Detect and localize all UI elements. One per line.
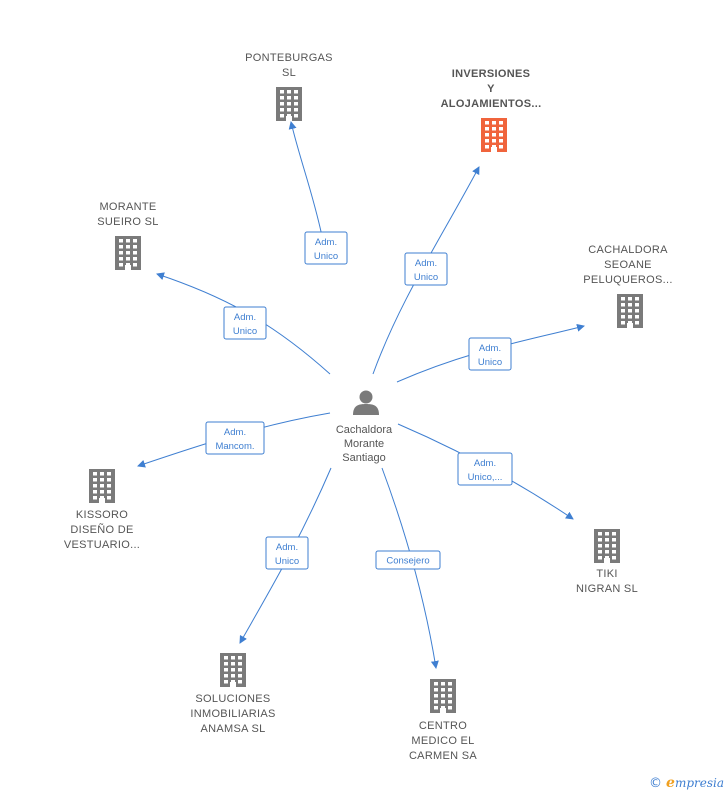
building-icon-tiki-nigran[interactable] — [594, 529, 620, 563]
empresia-footer: © empresia — [649, 775, 724, 791]
relation-text: Adm. — [415, 258, 437, 269]
company-label-line: CACHALDORA — [588, 244, 668, 256]
edge-ponteburgas — [288, 121, 323, 237]
svg-text:Adm.Unico: Adm. Unico — [314, 237, 338, 262]
relation-text: Adm. — [479, 343, 501, 354]
person-icon[interactable] — [353, 390, 379, 416]
svg-text:Adm.Unico: Adm. Unico — [233, 312, 257, 337]
relation-text: Unico — [314, 251, 338, 262]
relation-label-ponteburgas: Adm. Unico — [304, 231, 348, 265]
relation-label-centro-medico: Consejero — [375, 550, 441, 570]
company-label-soluciones[interactable]: SOLUCIONES INMOBILIARIAS ANAMSA SL — [190, 693, 275, 735]
relation-label-inversiones: Adm. Unico — [404, 252, 448, 286]
empresia-logo-initial: e — [666, 775, 675, 791]
building-icon-cachaldora-seoane[interactable] — [617, 294, 643, 328]
relation-text: Unico,... — [468, 472, 503, 483]
svg-text:Adm.Unico: Adm. Unico — [414, 258, 438, 283]
copyright-icon: © — [649, 775, 663, 791]
person-name-line: Cachaldora — [336, 424, 393, 436]
svg-text:Adm.Unico: Adm. Unico — [478, 343, 502, 368]
building-icon-ponteburgas[interactable] — [276, 87, 302, 121]
relation-text: Adm. — [315, 237, 337, 248]
company-label-line: INMOBILIARIAS — [190, 708, 275, 720]
company-label-line: MORANTE — [99, 201, 156, 213]
company-label-line: Y — [487, 83, 495, 95]
company-label-morante-sueiro[interactable]: MORANTE SUEIRO SL — [97, 201, 158, 228]
company-label-line: VESTUARIO... — [64, 539, 140, 551]
company-label-line: PONTEBURGAS — [245, 52, 333, 64]
company-label-line: SUEIRO SL — [97, 216, 158, 228]
person-name-line: Morante — [344, 438, 384, 450]
building-icon-morante-sueiro[interactable] — [115, 236, 141, 270]
company-label-kissoro[interactable]: KISSORO DISEÑO DE VESTUARIO... — [64, 509, 140, 551]
company-label-ponteburgas[interactable]: PONTEBURGAS SL — [245, 52, 333, 79]
empresia-logo-text: mpresia — [674, 776, 724, 790]
company-label-line: SEOANE — [604, 259, 652, 271]
relation-text: Adm. — [276, 542, 298, 553]
building-icon-kissoro[interactable] — [89, 469, 115, 503]
company-label-line: MEDICO EL — [411, 735, 474, 747]
company-label-line: SL — [282, 67, 296, 79]
company-label-cachaldora-seoane[interactable]: CACHALDORA SEOANE PELUQUEROS... — [583, 244, 672, 286]
building-icon-soluciones[interactable] — [220, 653, 246, 687]
relation-text: Adm. — [474, 458, 496, 469]
relation-text: Adm. — [224, 427, 246, 438]
company-label-line: ANAMSA SL — [200, 723, 265, 735]
building-icon-centro-medico[interactable] — [430, 679, 456, 713]
svg-text:Adm.Unico: Adm. Unico — [275, 542, 299, 567]
company-label-inversiones[interactable]: INVERSIONES Y ALOJAMIENTOS... — [441, 68, 542, 110]
company-label-line: KISSORO — [76, 509, 128, 521]
company-label-centro-medico[interactable]: CENTRO MEDICO EL CARMEN SA — [409, 720, 477, 762]
relation-label-soluciones: Adm. Unico — [265, 536, 309, 570]
company-label-line: CENTRO — [419, 720, 467, 732]
relation-text: Unico — [414, 272, 438, 283]
relation-label-morante-sueiro: Adm. Unico — [223, 306, 267, 340]
company-label-line: SOLUCIONES — [195, 693, 270, 705]
company-label-line: INVERSIONES — [452, 68, 531, 80]
relation-text: Unico — [233, 326, 257, 337]
svg-text:Adm.Mancom.: Adm. Mancom. — [215, 427, 254, 452]
company-label-line: TIKI — [596, 568, 617, 580]
company-label-line: DISEÑO DE — [70, 523, 133, 536]
building-icon-inversiones[interactable] — [481, 118, 507, 152]
relation-text: Consejero — [386, 556, 429, 567]
relation-label-cachaldora-seoane: Adm. Unico — [468, 337, 512, 371]
company-label-tiki-nigran[interactable]: TIKI NIGRAN SL — [576, 568, 638, 595]
company-label-line: NIGRAN SL — [576, 583, 638, 595]
company-label-line: CARMEN SA — [409, 750, 477, 762]
relation-text: Unico — [478, 357, 502, 368]
relation-label-tiki-nigran: Adm. Unico,... — [457, 452, 513, 486]
svg-text:Consejero: Consejero — [386, 556, 429, 567]
company-label-line: PELUQUEROS... — [583, 274, 672, 286]
relation-text: Unico — [275, 556, 299, 567]
company-label-line: ALOJAMIENTOS... — [441, 98, 542, 110]
relation-label-kissoro: Adm. Mancom. — [205, 421, 265, 455]
svg-text:Adm.Unico,...: Adm. Unico,... — [468, 458, 503, 483]
relation-text: Adm. — [234, 312, 256, 323]
relation-text: Mancom. — [215, 441, 254, 452]
person-name-line: Santiago — [342, 452, 385, 464]
